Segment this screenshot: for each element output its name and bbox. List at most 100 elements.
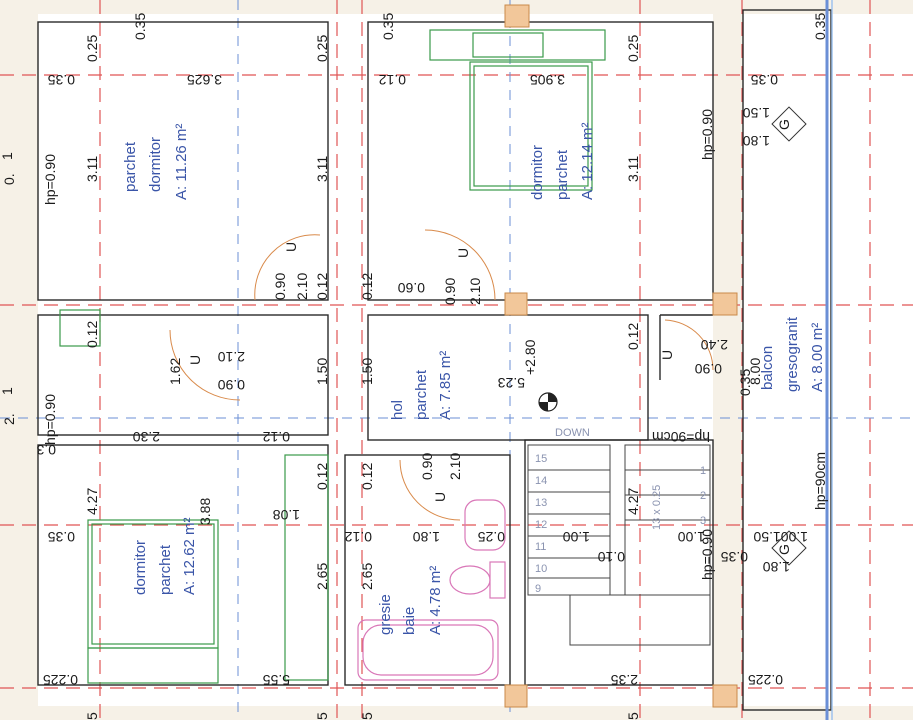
- room-floor: gresie: [377, 594, 394, 635]
- dim-label: hp=0.90: [699, 529, 715, 580]
- dim-label: 0.90: [442, 278, 458, 305]
- dim-label: 0.12: [314, 273, 330, 300]
- dim-label: 1.001.50: [753, 529, 808, 545]
- dim-label: 0.90: [218, 377, 245, 393]
- staircase: [527, 444, 711, 646]
- dim-label: 0.12: [625, 323, 641, 350]
- dim-label: 0.35: [721, 549, 748, 565]
- room-floor: parchet: [554, 149, 571, 200]
- dim-label: 5: [625, 712, 641, 720]
- dim-label: 4.27: [625, 488, 641, 515]
- dim-label: 0.35: [48, 72, 75, 88]
- dim-label: 0.25: [478, 529, 505, 545]
- dim-label: hp=90cm: [812, 452, 828, 510]
- g-marker-bottom: [771, 530, 807, 566]
- dim-label: 3.11: [314, 156, 330, 182]
- wardrobe-bottom: [284, 454, 329, 681]
- nightstands-bottom: [87, 647, 219, 684]
- bottom-wall-strip: [0, 706, 913, 720]
- dim-label: 0.90: [419, 453, 435, 480]
- dim-label: 1.80: [743, 133, 770, 149]
- dim-label: 0.12: [263, 429, 290, 445]
- dim-label: 3.905: [530, 72, 565, 88]
- stair-note: 13 x 0.25: [651, 485, 663, 530]
- room-label-bathroom: gresie baie A: 4.78 m²: [377, 566, 444, 635]
- dim-label: 3.625: [187, 72, 222, 88]
- dim-label: 0.225: [43, 672, 78, 688]
- dim-label: 5.23: [498, 375, 525, 391]
- bed-top-right: [469, 61, 593, 191]
- dim-label: 1.80: [763, 559, 790, 575]
- dim-label: 2.: [1, 413, 17, 425]
- step-number: 2: [700, 490, 706, 502]
- room-area: A: 7.85 m²: [437, 351, 454, 420]
- dim-label: U: [659, 350, 675, 360]
- bed-bottom: [87, 519, 219, 649]
- dimension-labels: 0.35 0.35 0.35 0.25 0.25 0.25 0.35 3.625…: [0, 13, 828, 720]
- room-name: balcon: [759, 346, 776, 390]
- dim-label: U: [432, 492, 448, 502]
- dim-label: 5: [314, 712, 330, 720]
- dim-label: 4.27: [84, 488, 100, 515]
- dim-label: 0.10: [598, 549, 625, 565]
- dim-label: 5.55: [263, 672, 290, 688]
- dim-label: 0.25: [625, 35, 641, 62]
- step-number: 15: [535, 453, 547, 465]
- dim-label: 2.40: [701, 337, 728, 353]
- dim-label: 8.00: [747, 358, 763, 385]
- dim-label: 2.35: [611, 672, 638, 688]
- room-label-bedroom-top-right: dormitor parchet A: 12.14 m²: [529, 122, 596, 200]
- step-number: 9: [535, 583, 541, 595]
- dim-label: hp=0.90: [42, 154, 58, 205]
- dim-label: 2.30: [133, 429, 160, 445]
- dim-label: 1.62: [167, 358, 183, 385]
- sanitary-fixtures: [357, 499, 506, 681]
- dim-label: 1.00: [563, 529, 590, 545]
- dim-label: 2.10: [467, 278, 483, 305]
- top-wall-strip: [0, 0, 913, 14]
- room-label-hall: hol parchet A: 7.85 m²: [389, 351, 454, 420]
- room-label-bedroom-top-left: parchet dormitor A: 11.26 m²: [122, 124, 190, 200]
- wardrobe-top-right: [429, 29, 606, 61]
- toilet: [449, 565, 491, 595]
- room-name: hol: [389, 400, 406, 420]
- dim-label: 0.35: [380, 13, 396, 40]
- room-name: dormitor: [147, 137, 164, 192]
- dim-label: hp=0.90: [42, 394, 58, 445]
- dim-label: 5: [84, 712, 100, 720]
- dim-label: 3.11: [625, 156, 641, 182]
- dim-label: hp=0.90: [699, 109, 715, 160]
- dim-label: 1.50: [314, 358, 330, 385]
- room-area: A: 12.62 m²: [181, 517, 198, 595]
- step-number: 11: [535, 541, 546, 553]
- dim-label: hp=90cm: [652, 429, 710, 445]
- room-area: A: 12.14 m²: [579, 122, 596, 200]
- dim-label: 1.50: [743, 105, 770, 121]
- room-name: dormitor: [132, 540, 149, 595]
- dim-label: 1.80: [413, 529, 440, 545]
- dim-label: 0.12: [84, 321, 100, 348]
- dim-label: 0.35: [132, 13, 148, 40]
- step-number: 3: [700, 515, 706, 527]
- dim-label: 0.90: [695, 361, 722, 377]
- dim-label: 0.25: [314, 35, 330, 62]
- walls: [37, 0, 833, 720]
- g-marker-top: [771, 106, 807, 142]
- dim-label: 1: [0, 387, 15, 395]
- dim-label: 5: [359, 712, 375, 720]
- dim-label: 0.35: [751, 72, 778, 88]
- furniture: [59, 29, 606, 684]
- dim-label: 2.65: [314, 563, 330, 590]
- g-label: G: [776, 544, 792, 555]
- dim-label: 0.: [1, 173, 17, 185]
- left-wall-strip: [0, 0, 38, 720]
- desk-left: [59, 309, 101, 347]
- step-number: 1: [700, 465, 706, 477]
- dim-label: 0.3: [36, 442, 56, 458]
- dim-label: 0.35: [812, 13, 828, 40]
- dim-label: 0.35: [737, 369, 753, 396]
- dim-label: U: [455, 248, 471, 258]
- room-floor: parchet: [122, 141, 139, 192]
